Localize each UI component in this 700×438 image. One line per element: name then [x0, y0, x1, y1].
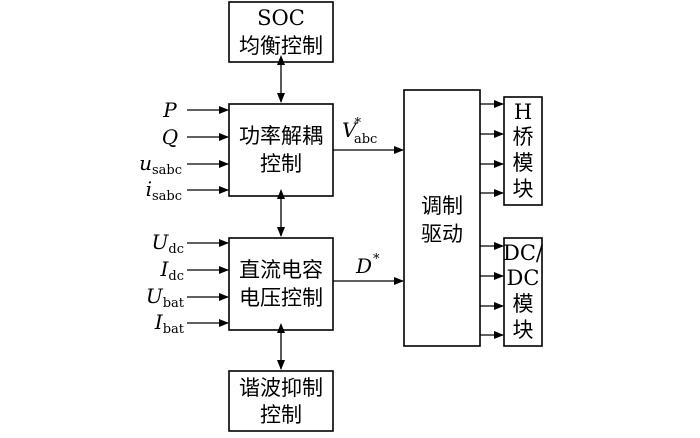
modulation-driver-block: 调制 驱动 — [403, 89, 481, 347]
dcdc-label-line4: 块 — [513, 318, 534, 342]
dc-block-inputs: Udc Idc Ubat Ibat — [146, 230, 229, 337]
input-label-idc: Idc — [159, 257, 184, 284]
input-label-isabc: isabc — [146, 177, 182, 204]
h-bridge-label-line3: 模 — [513, 151, 534, 175]
soc-block-label-line1: SOC — [257, 6, 305, 30]
vabc-signal-label: V*abc — [342, 116, 377, 147]
soc-block-label-line2: 均衡控制 — [239, 34, 323, 58]
power-block-label-line2: 控制 — [260, 152, 302, 176]
input-label-ibat: Ibat — [154, 310, 185, 337]
power-block-inputs: P Q usabc isabc — [139, 98, 229, 204]
dc-block-label-line1: 直流电容 — [239, 258, 323, 282]
dc-block-label-line2: 电压控制 — [239, 286, 323, 310]
h-bridge-label-line1: H — [514, 100, 532, 124]
dcdc-label-line1: DC/ — [503, 241, 544, 265]
dc-voltage-block: 直流电容 电压控制 — [228, 237, 334, 331]
d-signal-label: D* — [355, 252, 380, 278]
dcdc-label-line2: DC — [507, 266, 540, 290]
dcdc-output-arrows — [480, 242, 504, 339]
h-bridge-output-arrows — [480, 100, 504, 197]
h-bridge-module-block: H 桥 模 块 — [503, 96, 543, 206]
h-bridge-label-line4: 块 — [513, 177, 534, 201]
soc-balance-block: SOC 均衡控制 — [228, 1, 334, 63]
harmonic-block-label-line2: 控制 — [260, 403, 302, 427]
modulation-block-label-line2: 驱动 — [421, 222, 463, 246]
h-bridge-label-line2: 桥 — [513, 125, 534, 149]
input-label-q: Q — [162, 125, 178, 149]
harmonic-suppression-block: 谐波抑制 控制 — [228, 370, 334, 432]
harmonic-block-label-line1: 谐波抑制 — [239, 376, 323, 400]
dcdc-module-block: DC/ DC 模 块 — [503, 237, 544, 347]
input-label-udc: Udc — [152, 230, 184, 257]
power-decoupling-block: 功率解耦 控制 — [228, 103, 334, 197]
power-block-label-line1: 功率解耦 — [239, 124, 323, 148]
input-label-p: P — [162, 98, 177, 122]
input-label-ubat: Ubat — [146, 284, 185, 311]
input-label-usabc: usabc — [139, 151, 182, 178]
dcdc-label-line3: 模 — [513, 292, 534, 316]
modulation-block-label-line1: 调制 — [421, 194, 463, 218]
